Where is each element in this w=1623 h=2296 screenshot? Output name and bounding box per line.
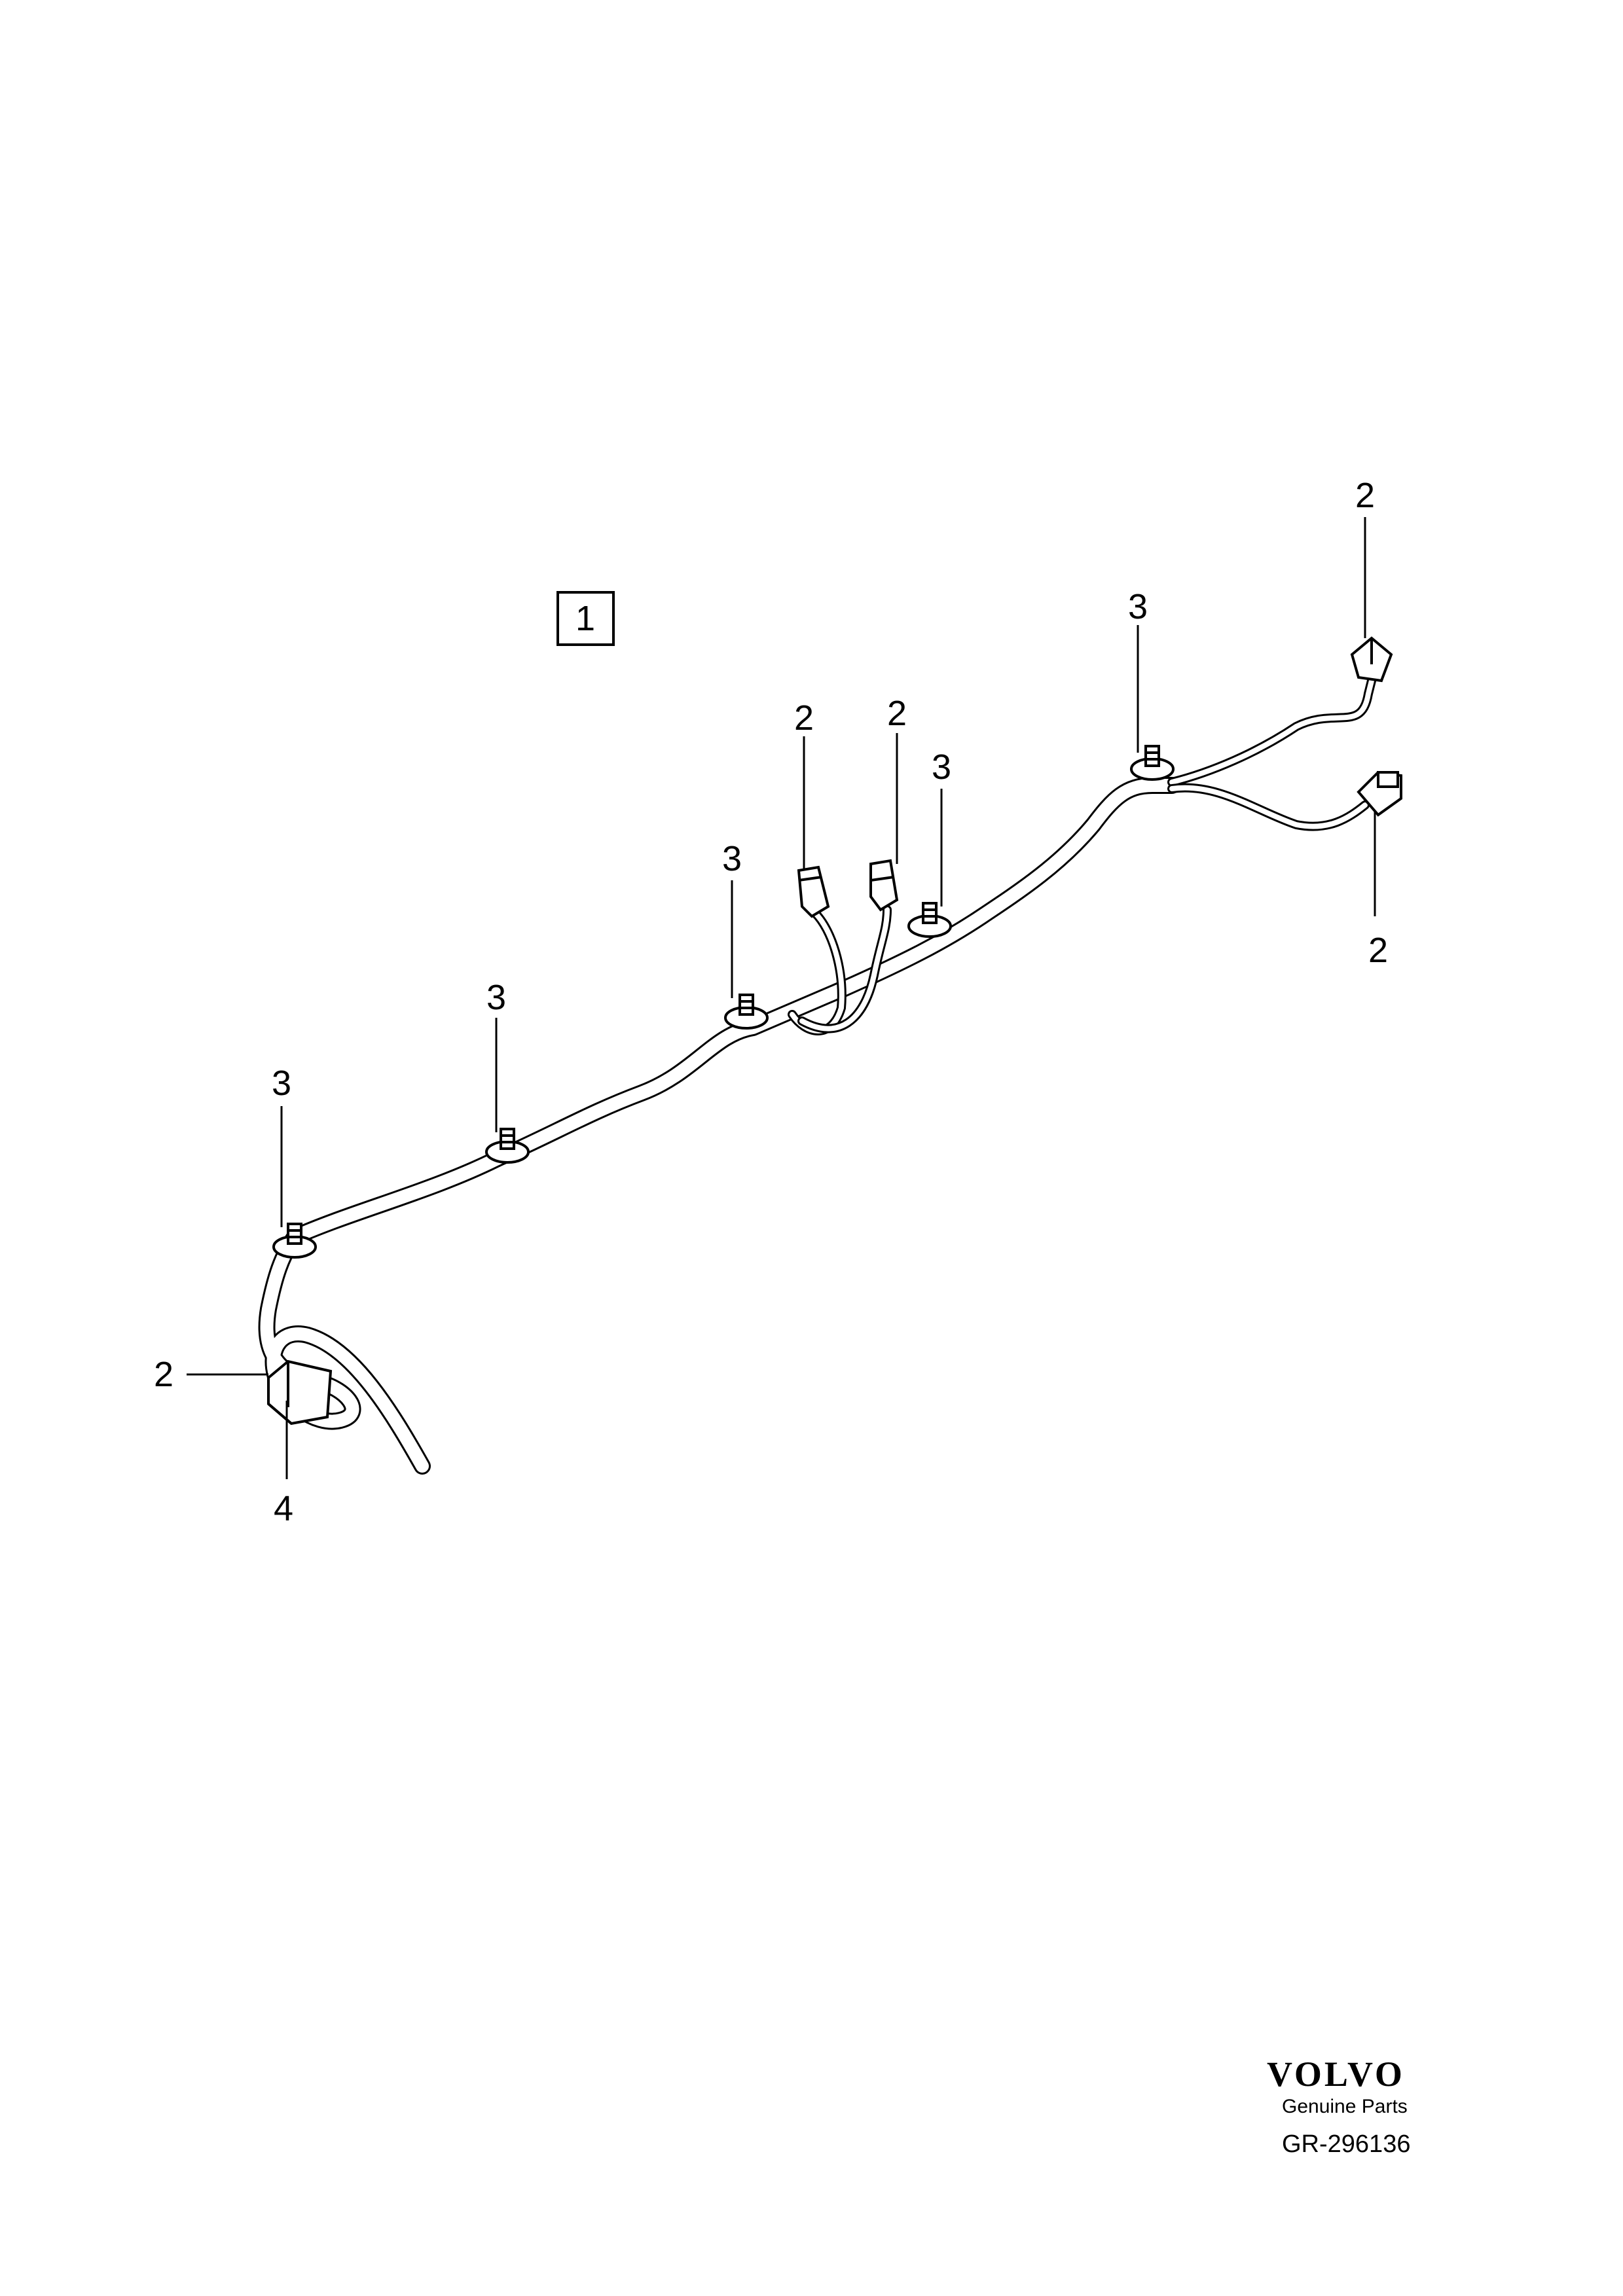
callout-3-left: 3 xyxy=(272,1064,291,1103)
drawing-number: GR-296136 xyxy=(1282,2130,1411,2158)
connector-top-right xyxy=(1350,636,1393,683)
callout-4: 4 xyxy=(274,1489,293,1528)
clip-right xyxy=(1130,745,1175,781)
clip-mid-left xyxy=(485,1128,530,1164)
brand-tagline: Genuine Parts xyxy=(1282,2096,1408,2117)
callout-3-mid-right: 3 xyxy=(932,747,951,787)
callout-2-right: 2 xyxy=(1368,931,1388,970)
callout-3-mid-left: 3 xyxy=(486,978,506,1017)
clip-mid-right xyxy=(907,902,952,938)
connector-mid-b xyxy=(869,859,899,912)
connector-right xyxy=(1357,770,1402,817)
connector-left xyxy=(267,1359,333,1426)
assembly-reference-box xyxy=(556,591,615,646)
harness-branch-right xyxy=(1167,676,1376,831)
leader-lines xyxy=(187,517,1376,1479)
connector-mid-a xyxy=(797,865,830,918)
clip-mid xyxy=(724,994,769,1030)
callout-2-mid-a: 2 xyxy=(794,698,814,738)
volvo-logo: VOLVO xyxy=(1267,2054,1405,2094)
clip-left xyxy=(272,1223,317,1259)
callout-3-mid: 3 xyxy=(722,839,742,878)
callout-2-top-right: 2 xyxy=(1355,476,1375,515)
callout-2-mid-b: 2 xyxy=(887,694,907,733)
harness-trunk xyxy=(258,777,1180,1475)
callout-1: 1 xyxy=(575,599,595,638)
callout-3-right: 3 xyxy=(1128,587,1148,626)
callout-2-left: 2 xyxy=(154,1355,173,1394)
harness-branch-middle xyxy=(788,905,892,1035)
